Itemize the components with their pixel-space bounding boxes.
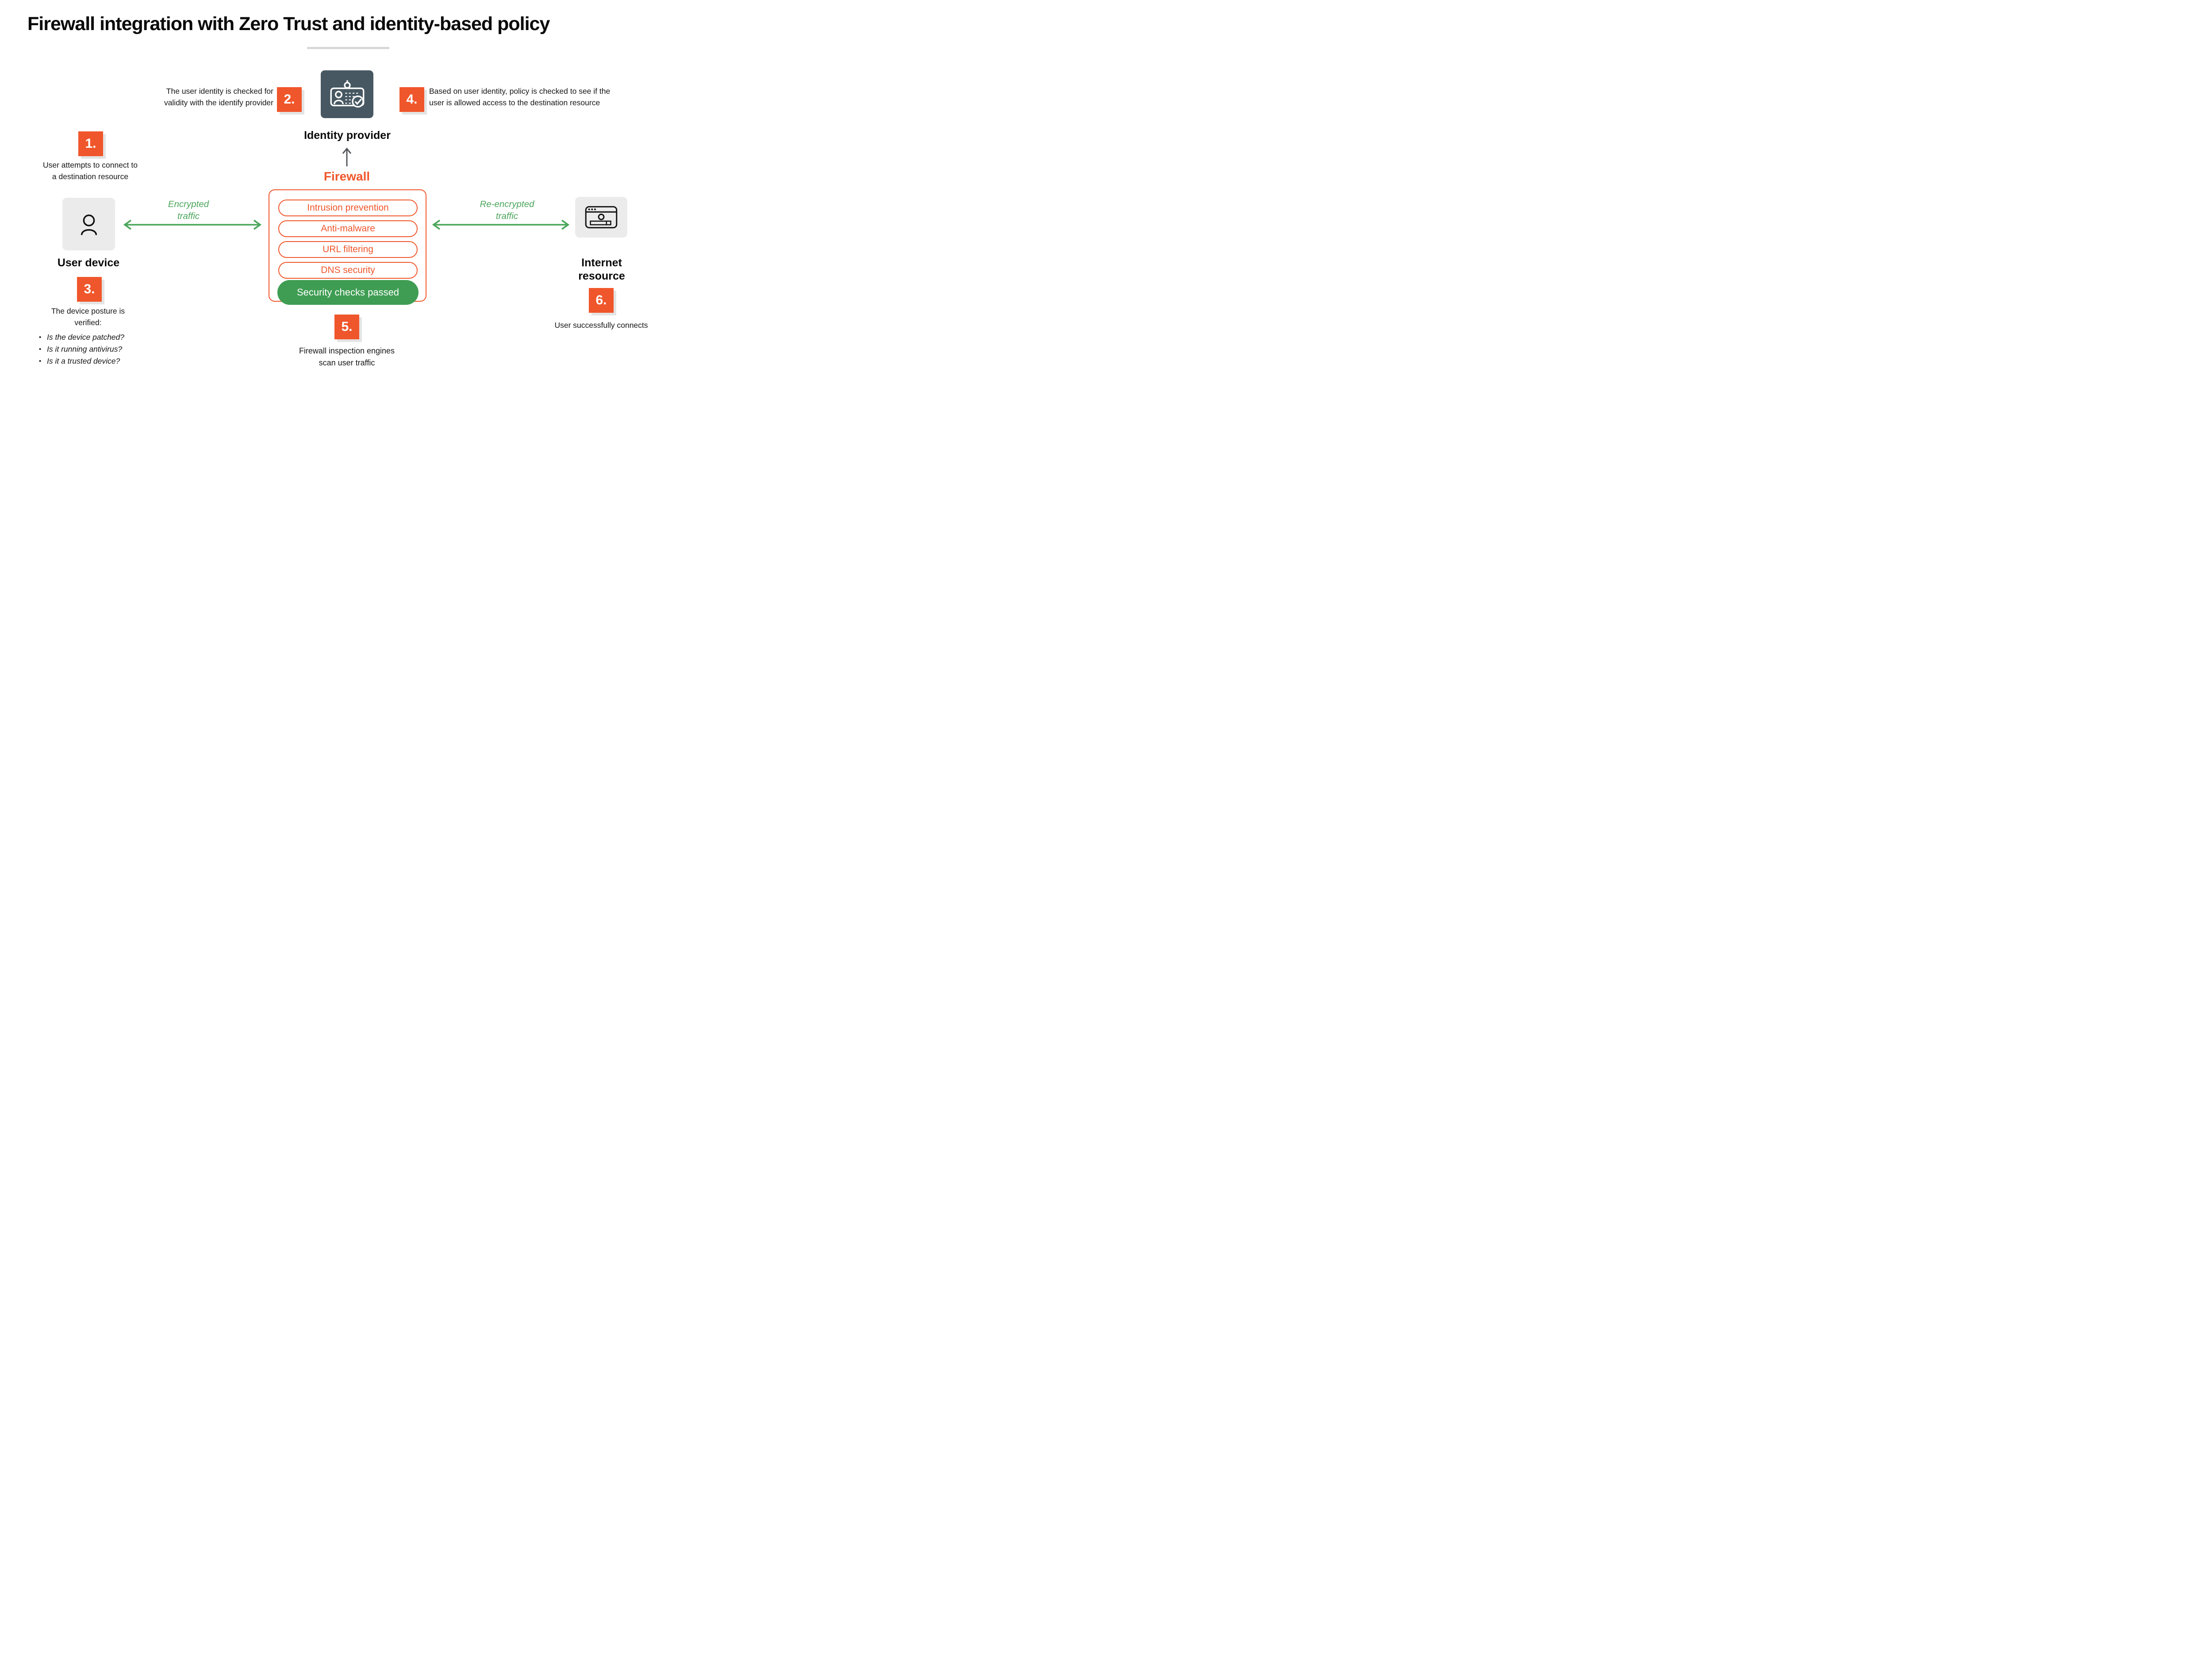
firewall-to-identity-arrow [342, 147, 352, 166]
step2-text: The user identity is checked for validit… [164, 87, 273, 107]
id-badge-check-icon [330, 80, 364, 108]
firewall-engine-pill: Anti-malware [278, 220, 418, 237]
step5-number-badge: 5. [334, 315, 359, 339]
internet-resource-node [575, 197, 627, 238]
step1-text: User attempts to connect to a destinatio… [43, 161, 138, 181]
firewall-engine-pill: URL filtering [278, 241, 418, 258]
page-title: Firewall integration with Zero Trust and… [27, 13, 550, 35]
diagram-canvas: Firewall integration with Zero Trust and… [0, 0, 694, 390]
title-divider [307, 47, 389, 49]
step3-number-badge: 3. [77, 277, 102, 302]
browser-window-icon [585, 206, 618, 229]
firewall-title: Firewall [323, 169, 370, 183]
encrypted-traffic-label: Encrypted traffic [168, 199, 209, 221]
user-device-node [62, 198, 115, 250]
security-checks-passed-badge: Security checks passed [277, 280, 419, 305]
step2-number-badge: 2. [277, 87, 302, 112]
firewall-engine-pill: DNS security [278, 262, 418, 279]
encrypted-traffic-arrow [123, 219, 262, 230]
firewall-engine-pill: Intrusion prevention [278, 200, 418, 216]
re-encrypted-traffic-label: Re-encrypted traffic [480, 199, 534, 221]
step6-number-badge: 6. [589, 288, 614, 313]
step5-text: Firewall inspection engines scan user tr… [299, 346, 395, 367]
step6-text: User successfully connects [554, 321, 648, 330]
user-device-label: User device [57, 257, 120, 269]
bullet-item: Is the device patched? [37, 331, 161, 343]
identity-provider-label: Identity provider [304, 129, 391, 142]
step3-bullet-list: Is the device patched? Is it running ant… [37, 331, 161, 367]
step3-text: The device posture is verified: [51, 307, 125, 327]
internet-resource-label: Internet resource [578, 257, 625, 282]
bullet-item: Is it a trusted device? [37, 355, 161, 367]
identity-provider-node [321, 70, 373, 118]
bullet-item: Is it running antivirus? [37, 343, 161, 355]
step4-text: Based on user identity, policy is checke… [429, 87, 611, 107]
step4-number-badge: 4. [399, 87, 424, 112]
step1-number-badge: 1. [78, 131, 103, 156]
re-encrypted-traffic-arrow [432, 219, 570, 230]
person-icon [81, 214, 97, 235]
